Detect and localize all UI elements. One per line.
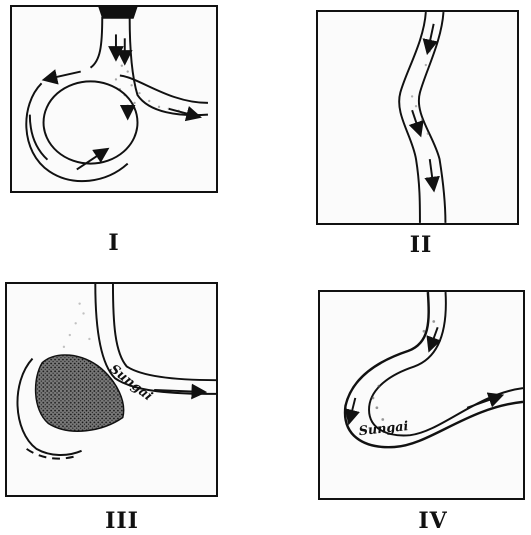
panel-iii-label: III xyxy=(92,508,152,534)
panel-i-drawing xyxy=(12,7,216,191)
panel-iv-drawing: Sungai xyxy=(320,292,523,498)
panel-ii-drawing xyxy=(318,12,517,223)
panel-iv: Sungai xyxy=(318,290,525,500)
panel-i xyxy=(10,5,218,193)
panel-i-label: I xyxy=(84,230,144,256)
panel-ii xyxy=(316,10,519,225)
panel-iv-label: IV xyxy=(403,508,463,534)
panel-ii-label: II xyxy=(391,232,451,258)
panel-iii: Sungai xyxy=(5,282,218,497)
deposit-blob xyxy=(36,355,124,431)
inflow-block xyxy=(98,7,137,19)
panel-iii-drawing: Sungai xyxy=(7,284,216,495)
